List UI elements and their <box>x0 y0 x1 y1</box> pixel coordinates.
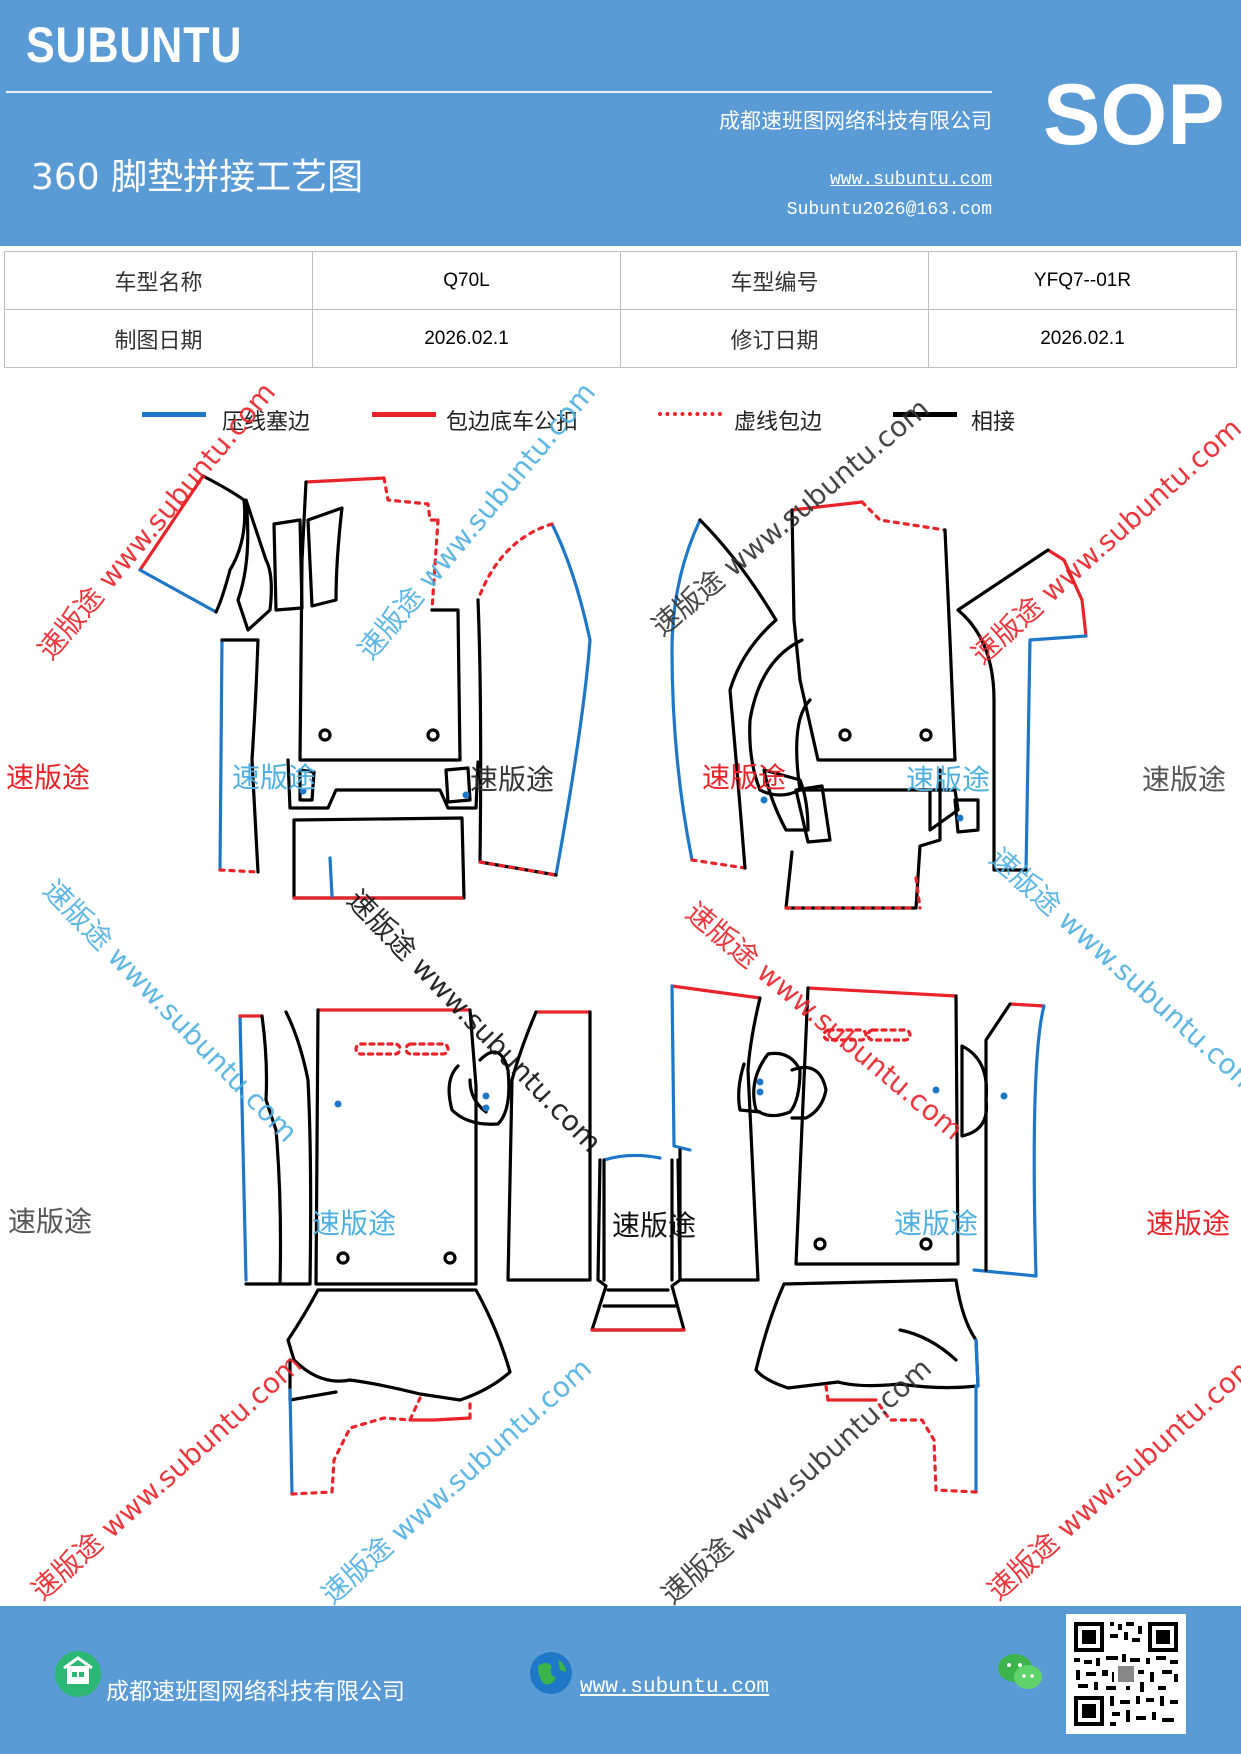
value-revise-date: 2026.02.1 <box>928 309 1237 368</box>
watermark-text: 速版途 <box>232 761 317 794</box>
watermark-text: 速版途 <box>8 1205 93 1238</box>
legend-swatch <box>372 412 436 417</box>
label-draw-date: 制图日期 <box>4 309 313 368</box>
mat-set-top-right <box>670 500 1088 910</box>
watermark-text: 速版途 <box>1142 763 1227 796</box>
watermark-text: 速版途 <box>702 761 787 794</box>
table-row: 制图日期 2026.02.1 修订日期 2026.02.1 <box>4 309 1237 368</box>
document-title: 360 脚垫拼接工艺图 <box>31 157 364 198</box>
value-vehicle-code: YFQ7--01R <box>928 251 1237 310</box>
mat-set-bottom-left <box>238 1008 592 1496</box>
footer-url-link[interactable]: www.subuntu.com <box>580 1676 770 1699</box>
footer-banner: 成都速班图网络科技有限公司 www.subuntu.com <box>0 1606 1241 1754</box>
watermark-text: 速版途 <box>1146 1207 1231 1240</box>
watermark-text: 速版途 <box>312 1207 397 1240</box>
mat-center-tunnel <box>590 1153 686 1332</box>
qr-code-icon <box>1066 1614 1186 1734</box>
legend-label: 相接 <box>971 410 1016 435</box>
legend-swatch <box>893 412 957 417</box>
sop-badge: SOP <box>1043 67 1225 163</box>
label-vehicle-name: 车型名称 <box>4 251 313 310</box>
legend-label: 虚线包边 <box>734 410 823 435</box>
brand-logo: SUBUNTU <box>26 17 243 73</box>
header-email: Subuntu2026@163.com <box>786 200 992 220</box>
table-row: 车型名称 Q70L 车型编号 YFQ7--01R <box>4 251 1237 310</box>
globe-icon <box>530 1652 572 1694</box>
watermark-text: 速版途 <box>612 1209 697 1242</box>
wechat-icon[interactable] <box>996 1650 1044 1694</box>
value-vehicle-name: Q70L <box>312 251 621 310</box>
label-revise-date: 修订日期 <box>620 309 929 368</box>
watermark-text: 速版途 <box>894 1207 979 1240</box>
vehicle-info-table: 车型名称 Q70L 车型编号 YFQ7--01R 制图日期 2026.02.1 … <box>4 251 1237 368</box>
legend-swatch <box>658 412 722 416</box>
footer-company: 成都速班图网络科技有限公司 <box>106 1679 405 1705</box>
header-divider <box>6 91 992 93</box>
legend-label: 包边底车公扣 <box>446 410 579 435</box>
legend-swatch <box>142 412 206 417</box>
watermark-text: 速版途 <box>906 763 991 796</box>
home-icon <box>55 1651 101 1697</box>
value-draw-date: 2026.02.1 <box>312 309 621 368</box>
watermark-text: 速版途 <box>6 761 91 794</box>
mat-set-top-left <box>138 474 592 900</box>
mat-set-bottom-right <box>670 984 1046 1494</box>
legend-label: 压线塞边 <box>222 410 311 435</box>
header-banner: SUBUNTU 成都速班图网络科技有限公司 360 脚垫拼接工艺图 www.su… <box>0 0 1241 246</box>
header-url-link[interactable]: www.subuntu.com <box>829 170 992 190</box>
label-vehicle-code: 车型编号 <box>620 251 929 310</box>
watermark-text: 速版途 <box>470 763 555 796</box>
header-company: 成都速班图网络科技有限公司 <box>719 109 992 133</box>
